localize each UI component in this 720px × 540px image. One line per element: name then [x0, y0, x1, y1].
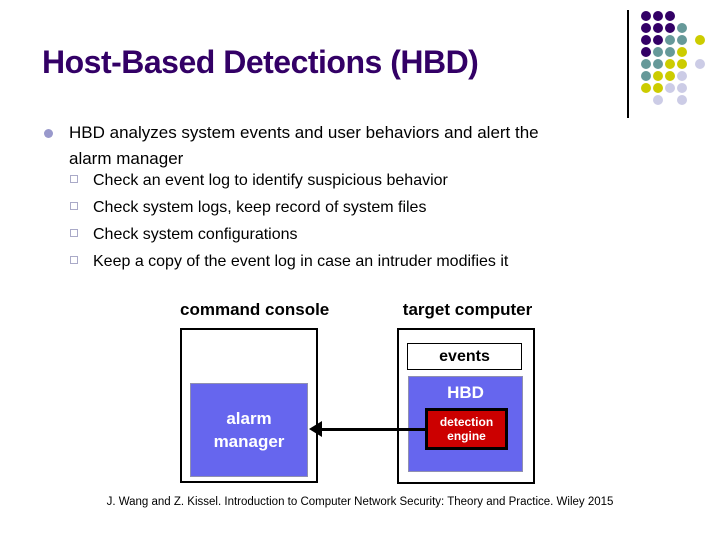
detection-engine-label: detection engine: [439, 415, 494, 443]
square-bullet-icon: [70, 229, 78, 237]
decor-dot: [653, 83, 663, 93]
decor-dot: [641, 83, 651, 93]
sub-bullet-text: Check an event log to identify suspiciou…: [93, 172, 448, 189]
decor-dot: [677, 23, 687, 33]
decor-dot: [677, 59, 687, 69]
arrow-line: [320, 428, 425, 431]
citation-text: J. Wang and Z. Kissel. Introduction to C…: [106, 496, 614, 508]
detection-engine-box: detection engine: [425, 408, 508, 450]
decor-dot: [641, 59, 651, 69]
decor-dot: [677, 83, 687, 93]
decor-dot: [695, 35, 705, 45]
decor-vertical-line: [627, 10, 629, 118]
decor-dot: [665, 35, 675, 45]
decor-dot: [677, 71, 687, 81]
list-item: Check an event log to identify suspiciou…: [70, 167, 680, 194]
decor-dot: [653, 11, 663, 21]
decor-dot: [665, 59, 675, 69]
sub-bullet-list: Check an event log to identify suspiciou…: [70, 167, 680, 275]
slide-title: Host-Based Detections (HBD): [42, 44, 479, 80]
decor-dot: [665, 83, 675, 93]
sub-bullet-text: Check system configurations: [93, 226, 298, 243]
decor-dot: [677, 47, 687, 57]
bullet-marker-icon: [44, 129, 53, 138]
decor-dot: [653, 35, 663, 45]
decor-dot: [653, 59, 663, 69]
decor-dot: [677, 35, 687, 45]
square-bullet-icon: [70, 175, 78, 183]
decor-dot: [641, 71, 651, 81]
bullet-text: HBD analyzes system events and user beha…: [69, 123, 539, 168]
arrow-head-icon: [309, 421, 322, 437]
events-box: events: [407, 343, 522, 370]
decor-dot: [653, 47, 663, 57]
sub-bullet-text: Keep a copy of the event log in case an …: [93, 253, 509, 270]
decor-dot: [641, 35, 651, 45]
sub-bullet-text: Check system logs, keep record of system…: [93, 199, 427, 216]
decor-dot: [677, 95, 687, 105]
square-bullet-icon: [70, 256, 78, 264]
list-item: Check system logs, keep record of system…: [70, 194, 680, 221]
decor-dot: [665, 71, 675, 81]
decor-dot: [641, 11, 651, 21]
alarm-manager-label: alarm manager: [213, 409, 285, 451]
decor-dot: [641, 23, 651, 33]
list-item: Keep a copy of the event log in case an …: [70, 248, 680, 275]
decor-dot: [653, 23, 663, 33]
target-computer-label: target computer: [402, 300, 533, 319]
hbd-label: HBD: [447, 383, 484, 402]
command-console-label: command console: [180, 300, 330, 319]
decor-dot: [695, 59, 705, 69]
decor-dot: [665, 11, 675, 21]
events-label: events: [439, 347, 490, 365]
decor-dot: [653, 95, 663, 105]
decor-dot: [665, 47, 675, 57]
list-item: Check system configurations: [70, 221, 680, 248]
square-bullet-icon: [70, 202, 78, 210]
alarm-manager-box: alarm manager: [190, 383, 308, 477]
decor-dot: [641, 47, 651, 57]
decor-dot: [653, 71, 663, 81]
decor-dot: [665, 23, 675, 33]
